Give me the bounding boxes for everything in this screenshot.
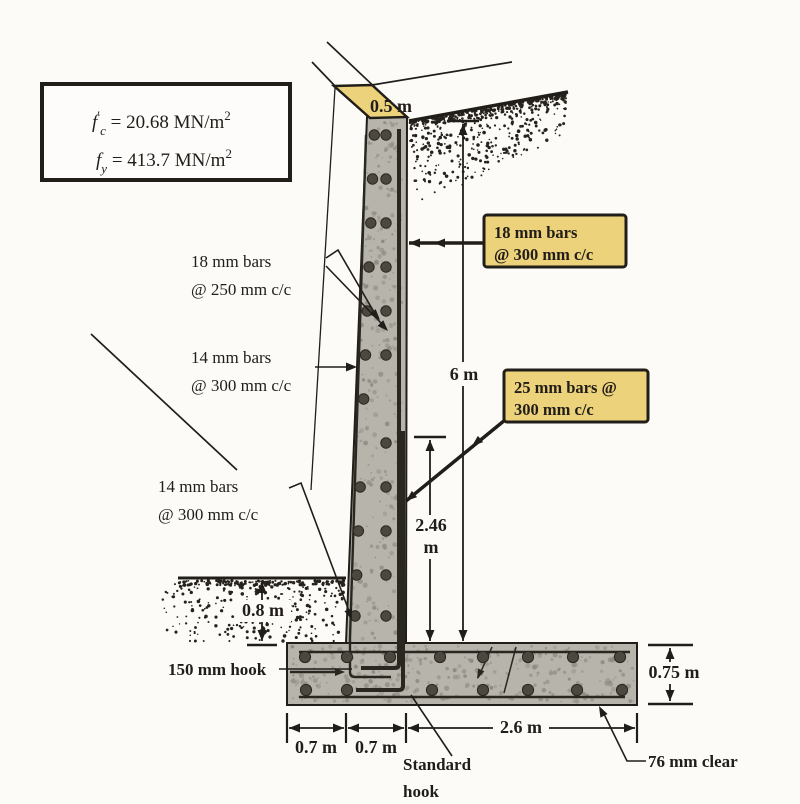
rebar-section-dots — [298, 129, 629, 697]
dim-label-stem-height: 6 m — [450, 364, 479, 384]
perspective-line-front-edge — [310, 87, 336, 491]
dim-08-arrow-up — [257, 582, 267, 593]
label-standard-hook-line1: Standard — [403, 755, 472, 774]
backing-08 — [235, 600, 291, 622]
leader-standard-hook — [410, 694, 453, 757]
backing-246-unit — [419, 537, 443, 559]
dim-246-arrow-down — [425, 630, 435, 641]
dowel-bar-standard-hook — [356, 431, 405, 692]
dim-toe-arrow-left — [289, 723, 300, 733]
callout-18-300-line1: 18 mm bars — [494, 223, 578, 242]
fc-subscript: c — [100, 123, 106, 138]
label-backings — [235, 362, 704, 739]
fc-symbol: f — [92, 112, 100, 133]
highlight-callout-boxes: 18 mm bars @ 300 mm c/c 25 mm bars @ 300… — [482, 213, 650, 424]
dim-6m-arrow-down — [458, 630, 468, 641]
leader-25-300-arrowhead — [406, 490, 418, 501]
formula-box — [40, 82, 292, 182]
label-standard-hook-line2: hook — [403, 782, 439, 801]
dim-label-dowel-value: 2.46 — [415, 515, 447, 535]
toe-bar-arrowhead — [335, 668, 345, 676]
leader-14-300-lower-arrowhead — [344, 608, 352, 620]
leader-18-250-b — [325, 265, 383, 325]
fc-value: = 20.68 MN/m — [106, 112, 225, 133]
fc-prime: ′ — [97, 108, 100, 123]
callout-box-18-300 — [482, 213, 628, 269]
label-14-300-lower-line2: @ 300 mm c/c — [158, 505, 259, 524]
backfill-ground-line — [408, 90, 569, 123]
leader-14-300-lower — [288, 481, 350, 612]
leader-14-300-upper-arrowhead — [346, 362, 357, 372]
callout-box-25-300 — [502, 368, 650, 424]
formula-fy: fy = 413.7 MN/m2 — [96, 146, 232, 176]
label-18-250-line1: 18 mm bars — [191, 252, 271, 271]
dim-toe-arrow-right — [333, 723, 344, 733]
perspective-line-lower-left — [90, 333, 238, 471]
fy-superscript: 2 — [225, 146, 232, 161]
structure — [286, 83, 638, 706]
leader-18-250-b-arrowhead — [377, 320, 388, 331]
dim-label-dowel-unit: m — [424, 537, 439, 557]
dim-heel-arrow-right — [624, 723, 635, 733]
label-76mm-clear: 76 mm clear — [648, 752, 738, 771]
dim-246-arrow-up — [425, 440, 435, 451]
heel-section-mark-b — [503, 646, 517, 694]
back-face-vertical-bar-150mm-hook — [361, 129, 401, 670]
dim-stembase-arrow-right — [393, 723, 404, 733]
leader-76mm-clear-arrowhead — [599, 706, 608, 718]
dim-075-arrow-up — [665, 648, 675, 659]
leader-lines — [279, 238, 646, 762]
formula-fc: f′c = 20.68 MN/m2 — [92, 108, 231, 138]
dim-label-stem-base-width: 0.7 m — [355, 737, 397, 757]
label-14-300-upper-line1: 14 mm bars — [191, 348, 271, 367]
callout-25-300-line1: 25 mm bars @ — [514, 378, 617, 397]
callout-25-300-line2: 300 mm c/c — [514, 400, 594, 419]
label-150-hook: 150 mm hook — [168, 660, 267, 679]
backing-26 — [493, 717, 549, 739]
fy-value: = 413.7 MN/m — [107, 150, 226, 171]
dim-stembase-arrow-left — [348, 723, 359, 733]
leader-18-250-a-arrowhead — [369, 309, 380, 320]
dim-label-heel-width: 2.6 m — [500, 717, 542, 737]
dim-label-footing-thickness: 0.75 m — [649, 662, 700, 682]
leader-25-300-mid-arrowhead — [472, 435, 484, 446]
leader-18-300-arrowhead — [409, 238, 420, 248]
front-face-bar-with-hook — [348, 134, 391, 679]
label-18-250-line2: @ 250 mm c/c — [191, 280, 292, 299]
dim-label-front-depth: 0.8 m — [242, 600, 284, 620]
heel-mark-arrowhead — [477, 668, 485, 679]
callout-labels: 18 mm bars @ 250 mm c/c 14 mm bars @ 300… — [158, 252, 738, 801]
callout-18-300-line2: @ 300 mm c/c — [494, 245, 593, 264]
perspective-line-top-right — [371, 61, 513, 86]
fc-superscript: 2 — [224, 108, 231, 123]
dim-075-arrow-down — [665, 690, 675, 701]
dim-label-top-width: 0.5 m — [370, 96, 412, 116]
dimension-labels: 0.5 m 6 m 2.46 m 0.8 m 0.75 m 0.7 m 0.7 … — [242, 96, 700, 757]
leader-18-250-a — [325, 248, 375, 313]
dim-08-arrow-down — [257, 630, 267, 641]
backing-075 — [644, 662, 704, 684]
label-14-300-lower-line1: 14 mm bars — [158, 477, 238, 496]
leader-25-300 — [404, 418, 507, 503]
backing-246 — [410, 515, 452, 537]
label-14-300-upper-line2: @ 300 mm c/c — [191, 376, 292, 395]
fy-subscript: y — [99, 161, 107, 176]
fy-symbol: f — [96, 150, 104, 171]
reinforcement — [290, 129, 630, 699]
dim-heel-arrow-left — [408, 723, 419, 733]
material-properties-box: f′c = 20.68 MN/m2 fy = 413.7 MN/m2 — [40, 82, 292, 182]
wall-top-surface — [330, 83, 411, 120]
leader-76mm-clear — [601, 709, 646, 762]
leader-18-300-mid-arrowhead — [434, 238, 445, 248]
dim-label-toe-width: 0.7 m — [295, 737, 337, 757]
backing-6m — [447, 362, 481, 386]
dim-6m-arrow-up — [458, 124, 468, 135]
perspective-line-top-b — [311, 61, 336, 87]
